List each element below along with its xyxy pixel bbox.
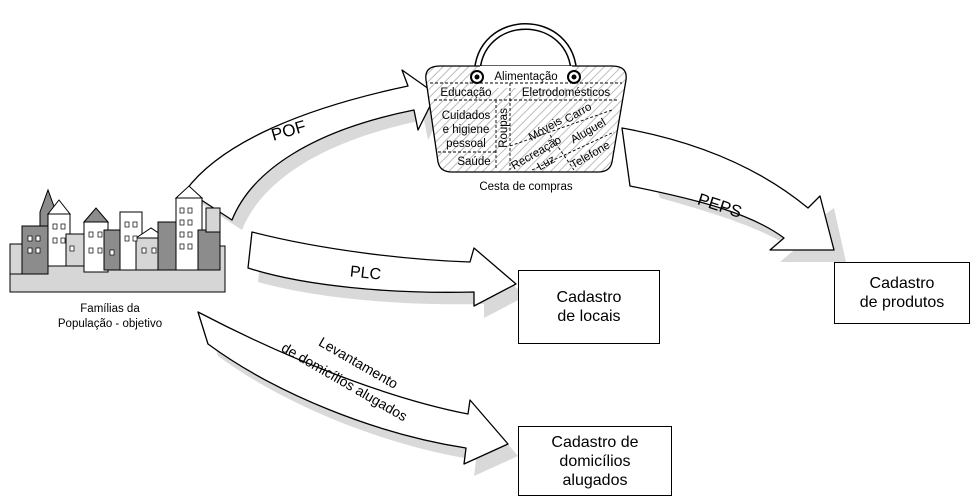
arrow-levantamento xyxy=(197,311,509,465)
box-cadastro-domicilios: Cadastro de domicílios alugados xyxy=(518,426,672,496)
shopping-basket xyxy=(425,23,627,173)
basket-caption: Cesta de compras xyxy=(479,181,573,193)
basket-body xyxy=(425,65,627,173)
arrow-pof xyxy=(185,69,437,221)
city-caption-2: População - objetivo xyxy=(58,318,162,330)
basket-item-cuidados-3: pessoal xyxy=(446,138,486,150)
arrow-peps xyxy=(621,127,835,251)
basket-item-cuidados-1: Cuidados xyxy=(442,110,491,122)
basket-item-cuidados-2: e higiene xyxy=(443,124,490,136)
box-cadastro-produtos: Cadastro de produtos xyxy=(834,262,970,324)
box-cadastro-locais: Cadastro de locais xyxy=(518,270,660,344)
city-caption-1: Famílias da xyxy=(80,303,140,315)
basket-item-eletrodomesticos: Eletrodomésticos xyxy=(522,87,610,99)
basket-item-alimentacao: Alimentação xyxy=(494,71,557,83)
basket-item-saude: Saúde xyxy=(457,156,490,168)
city-illustration xyxy=(9,185,226,293)
arrow-plc xyxy=(247,231,517,307)
label-plc: PLC xyxy=(349,263,382,283)
basket-item-educacao: Educação xyxy=(440,87,491,99)
basket-item-roupas: Roupas xyxy=(498,108,510,148)
